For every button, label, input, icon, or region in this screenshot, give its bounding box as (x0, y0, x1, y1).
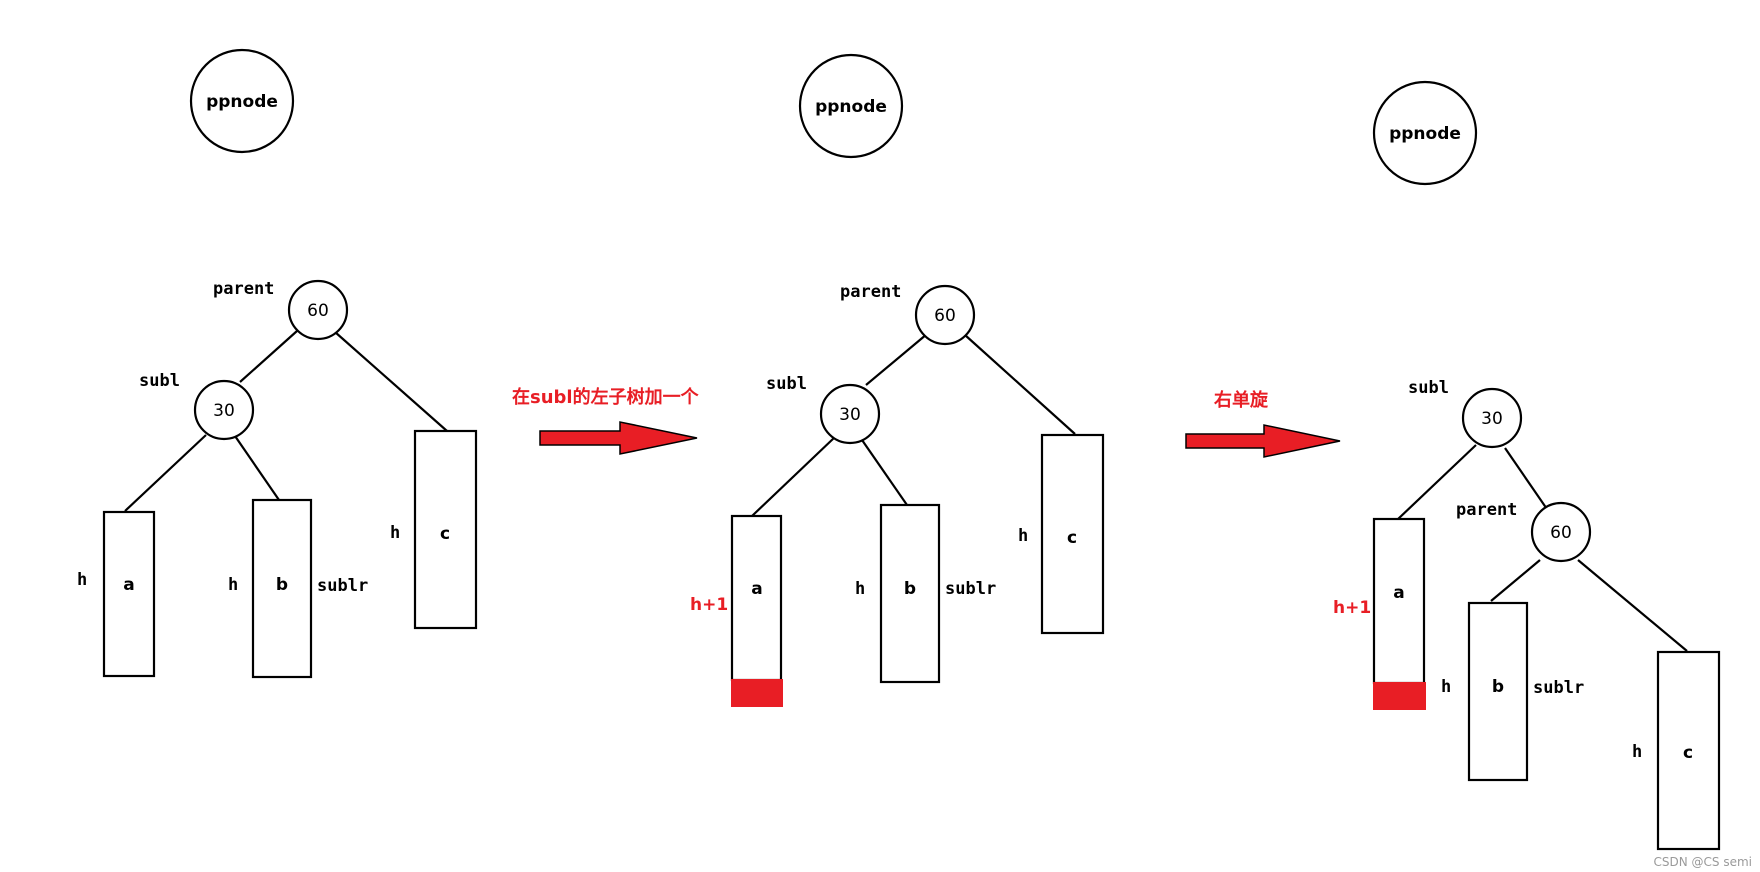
inserted-block (731, 679, 783, 707)
subtree-c (1656, 650, 1721, 851)
subtree-c (1040, 433, 1105, 635)
subl-label: subl (139, 371, 180, 391)
subtree-a-height: h (77, 570, 87, 590)
panel-2-after-insert: ppnode 60 parent 30 subl a h+1 b h sublr… (690, 53, 1105, 707)
subl-node-value: 30 (1481, 409, 1503, 429)
panel-1-initial: ppnode 60 parent 30 subl a h b h sublr c… (77, 48, 478, 679)
edge-parent-subl (239, 330, 298, 383)
subtree-a (1372, 517, 1426, 685)
inserted-block (1373, 682, 1426, 710)
parent-node (1530, 501, 1592, 563)
subtree-b-height: h (855, 579, 865, 599)
step-2-caption: 右单旋 (1214, 389, 1269, 411)
subtree-b (879, 503, 941, 684)
parent-node (287, 279, 349, 341)
edge-subl-a (124, 434, 207, 512)
subtree-a (730, 514, 783, 682)
ppnode-label: ppnode (815, 97, 887, 117)
subl-node (819, 383, 881, 445)
subtree-b-height: h (1441, 677, 1451, 697)
ppnode-label: ppnode (1389, 124, 1461, 144)
subl-node (1461, 387, 1523, 449)
subtree-c-height: h (390, 523, 400, 543)
ppnode-circle (1372, 80, 1478, 186)
subtree-b (1467, 601, 1529, 782)
subl-node-value: 30 (839, 405, 861, 425)
parent-node-value: 60 (934, 306, 956, 326)
sublr-label: sublr (317, 576, 368, 596)
subtree-a-height: h+1 (1333, 598, 1371, 618)
subl-label: subl (766, 374, 807, 394)
edge-parent-c (964, 334, 1076, 435)
parent-node-value: 60 (1550, 523, 1572, 543)
parent-label: parent (1456, 500, 1517, 520)
subtree-a-height: h+1 (690, 595, 728, 615)
edge-parent-c (334, 331, 448, 432)
ppnode-circle (189, 48, 295, 154)
ppnode-label: ppnode (206, 92, 278, 112)
subtree-a-label: a (751, 579, 762, 599)
edge-subl-b (861, 439, 908, 506)
parent-node (914, 284, 976, 346)
parent-node-value: 60 (307, 301, 329, 321)
edge-parent-c (1577, 559, 1688, 652)
edge-subl-b (234, 435, 280, 501)
step-1: 在subl的左子树加一个 (512, 386, 700, 455)
subtree-c-label: c (1683, 743, 1693, 763)
right-arrow-icon (539, 421, 698, 455)
subtree-c-label: c (1067, 528, 1077, 548)
edge-parent-subl (865, 333, 928, 386)
subtree-c-label: c (440, 524, 450, 544)
subtree-a-label: a (123, 575, 134, 595)
panel-3-after-rotation: ppnode 30 subl 60 parent a h+1 b h sublr… (1333, 80, 1721, 851)
step-1-caption: 在subl的左子树加一个 (512, 386, 700, 408)
edge-subl-a (1396, 444, 1477, 521)
subtree-b-label: b (1492, 677, 1504, 697)
parent-label: parent (213, 279, 274, 299)
subtree-b-height: h (228, 575, 238, 595)
right-arrow-icon (1185, 424, 1341, 458)
edge-subl-a (751, 436, 836, 517)
subl-node (193, 379, 255, 441)
step-2: 右单旋 (1185, 389, 1341, 458)
subtree-a (102, 510, 156, 678)
subl-node-value: 30 (213, 401, 235, 421)
subtree-b-label: b (904, 579, 916, 599)
subtree-b (251, 498, 313, 679)
subtree-c-height: h (1018, 526, 1028, 546)
subtree-c-height: h (1632, 742, 1642, 762)
ppnode-circle (798, 53, 904, 159)
sublr-label: sublr (1533, 678, 1584, 698)
edge-parent-b (1490, 559, 1541, 602)
subtree-a-label: a (1393, 583, 1404, 603)
subtree-c (413, 429, 478, 630)
edge-subl-parent (1504, 447, 1550, 513)
watermark: CSDN @CS semi (1654, 855, 1753, 869)
parent-label: parent (840, 282, 901, 302)
subtree-b-label: b (276, 575, 288, 595)
sublr-label: sublr (945, 579, 996, 599)
subl-label: subl (1408, 378, 1449, 398)
